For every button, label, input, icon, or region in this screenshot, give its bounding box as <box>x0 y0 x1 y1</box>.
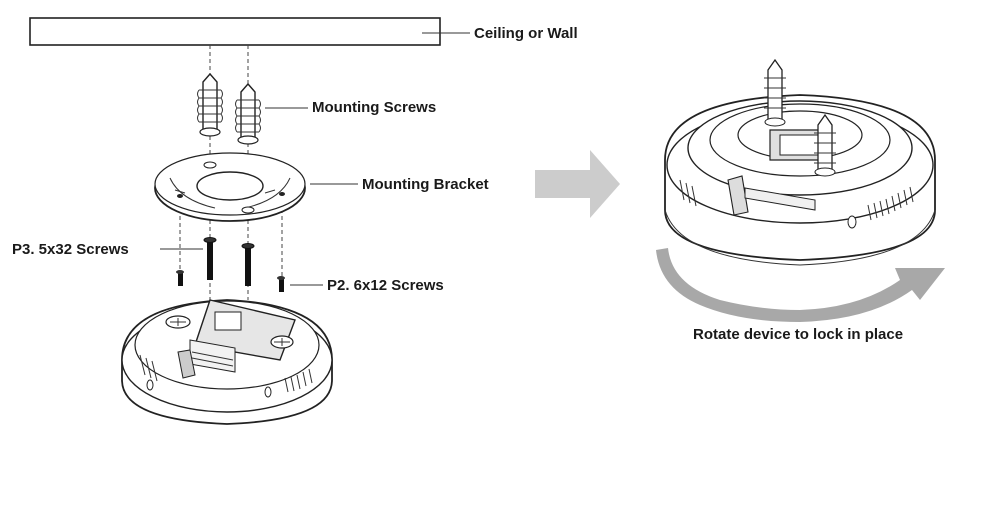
anchor-screw-right <box>235 82 261 145</box>
rotate-caption: Rotate device to lock in place <box>693 326 903 343</box>
mounting-bracket <box>154 152 306 222</box>
anchor-screw-left <box>197 72 223 137</box>
mounted-anchor-left <box>764 58 786 127</box>
right-arrow-icon <box>535 150 620 218</box>
access-point-device-exploded <box>121 299 333 425</box>
ceiling-label: Ceiling or Wall <box>474 25 578 42</box>
p3-screws <box>203 237 255 286</box>
mounting-screws-label: Mounting Screws <box>312 99 436 116</box>
mounting-bracket-label: Mounting Bracket <box>362 176 489 193</box>
access-point-device-mounted <box>664 58 936 266</box>
mounting-screws <box>197 72 261 145</box>
p2-screws <box>176 270 285 292</box>
mounted-anchor-right <box>814 113 836 177</box>
p2-screws-label: P2. 6x12 Screws <box>327 277 444 294</box>
ceiling-plate <box>29 17 441 46</box>
p3-screws-label: P3. 5x32 Screws <box>12 241 129 258</box>
rotation-arrow-icon <box>656 248 945 322</box>
